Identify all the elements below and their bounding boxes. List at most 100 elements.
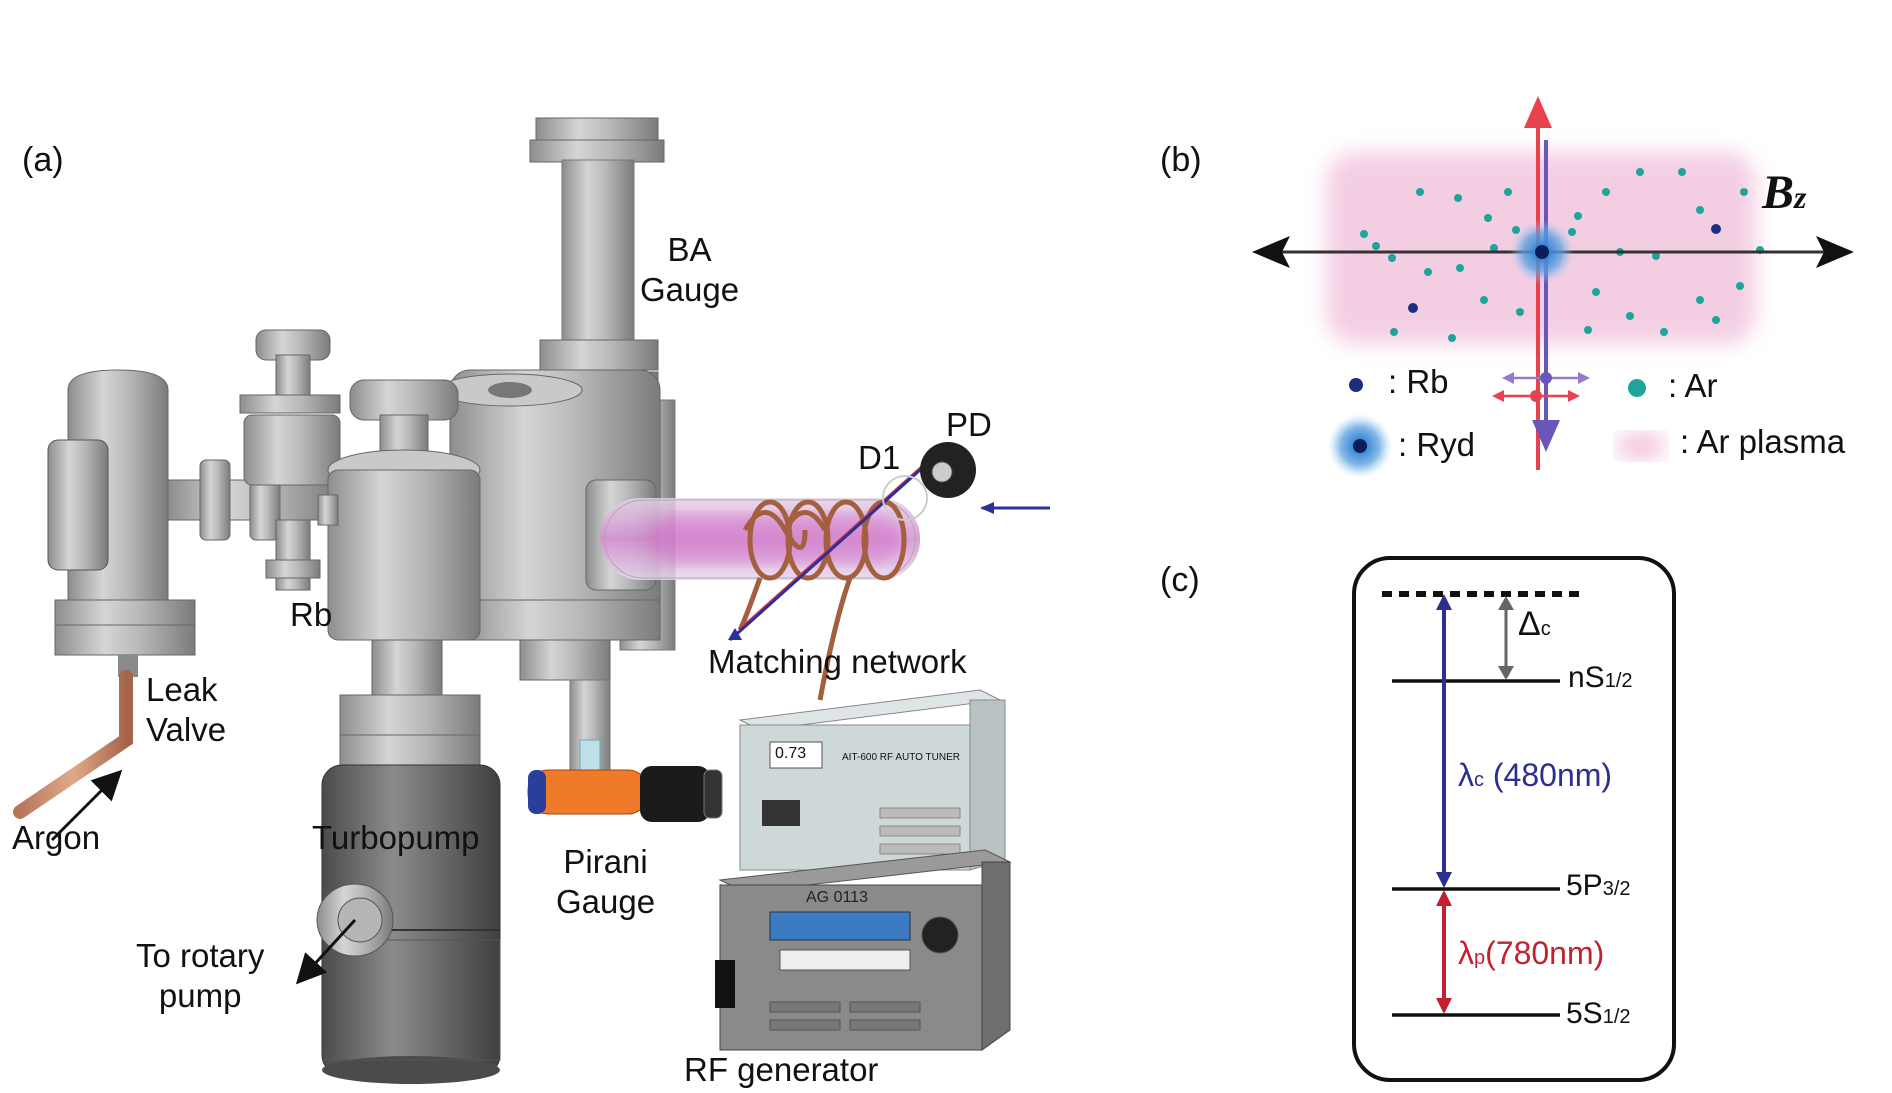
ar-atom (1712, 316, 1720, 324)
argon-arrow (50, 769, 123, 842)
ar-atom (1372, 242, 1380, 250)
detuning-sub: c (1540, 618, 1551, 640)
ar-atom (1568, 228, 1576, 236)
detuning-label: Δc (1518, 604, 1551, 645)
turbopump-label: Turbopump (312, 819, 480, 856)
ar-atom (1416, 188, 1424, 196)
pirani-gauge (527, 766, 723, 822)
rotary-label: To rotary pump (136, 936, 264, 1015)
leak-valve-label-line2: Valve (146, 710, 227, 748)
legend-plasma-swatch (1618, 433, 1664, 459)
ar-atom (1424, 268, 1432, 276)
level-5P-name: 5P (1566, 869, 1603, 902)
legend-rb-dot (1349, 378, 1363, 392)
leak-valve-label-line1: Leak (146, 671, 218, 708)
level-nS-sub: 1/2 (1604, 670, 1633, 692)
bz-label-main: B (1762, 166, 1795, 219)
probe-text: (780nm) (1485, 935, 1605, 971)
ar-atoms (1360, 168, 1764, 342)
rb-arm (167, 329, 341, 591)
coupling-beam (728, 450, 942, 642)
ar-atom (1736, 282, 1744, 290)
tuner-nameplate: AIT-600 RF AUTO TUNER (842, 752, 960, 763)
legend-ar: : Ar (1668, 367, 1718, 404)
ba-gauge-label-line1: BA (667, 231, 712, 268)
panel-a-label: (a) (22, 141, 64, 179)
argon-label: Argon (12, 819, 101, 856)
tuner-display: 0.73 (775, 745, 807, 762)
ar-atom (1584, 326, 1592, 334)
ar-atom (1388, 254, 1396, 262)
ar-atom (1480, 296, 1488, 304)
legend-ryd: : Ryd (1398, 426, 1476, 463)
level-diagram-frame (1352, 556, 1676, 1082)
ar-atom (1652, 252, 1660, 260)
rf-generator-label: RF generator (684, 1051, 879, 1088)
level-5P-label: 5P3/2 (1566, 868, 1631, 904)
level-5S-name: 5S (1566, 997, 1603, 1030)
coupling-symbol: λ (1458, 757, 1474, 793)
pirani-label: Pirani Gauge (556, 842, 655, 921)
turbopump (316, 379, 501, 1084)
ar-atom (1574, 212, 1582, 220)
level-nS-label: nS1/2 (1568, 660, 1633, 696)
ba-gauge-label-line2: Gauge (640, 270, 740, 308)
ar-atom (1696, 296, 1704, 304)
ar-atom (1490, 244, 1498, 252)
ar-atom (1454, 194, 1462, 202)
leak-valve (13, 369, 196, 819)
pirani-label-line1: Pirani (563, 843, 648, 880)
bz-label: Bz (1762, 164, 1806, 222)
level-5S-label: 5S1/2 (1566, 996, 1631, 1032)
leak-valve-label: Leak Valve (146, 670, 226, 749)
level-5P-sub: 3/2 (1602, 878, 1631, 900)
matching-network-label: Matching network (708, 643, 967, 680)
legend-plasma: : Ar plasma (1680, 423, 1846, 460)
auto-tuner (738, 689, 1006, 871)
level-nS-name: nS (1568, 661, 1605, 694)
ar-atom (1448, 334, 1456, 342)
ar-atom (1602, 188, 1610, 196)
rf-generator (715, 849, 1012, 1051)
plasma-tube (600, 498, 920, 580)
ar-atom (1636, 168, 1644, 176)
ar-atom (1696, 206, 1704, 214)
probe-wavelength-label: λp(780nm) (1458, 934, 1604, 972)
rotary-label-line2: pump (158, 976, 242, 1014)
ar-atom (1626, 312, 1634, 320)
ar-atom (1390, 328, 1398, 336)
level-5S-sub: 1/2 (1602, 1006, 1631, 1028)
coupling-sub: c (1474, 769, 1484, 791)
pirani-label-line2: Gauge (556, 882, 656, 920)
ar-atom (1678, 168, 1686, 176)
legend-rb: : Rb (1388, 363, 1449, 400)
ar-atom (1740, 188, 1748, 196)
photodetector (882, 442, 976, 521)
ba-gauge-label: BA Gauge (640, 230, 739, 309)
probe-symbol: λ (1458, 935, 1474, 971)
ar-atom (1504, 188, 1512, 196)
legend-ar-dot (1628, 379, 1646, 397)
ar-atom (1456, 264, 1464, 272)
detuning-symbol: Δ (1518, 605, 1541, 643)
ar-atom (1516, 308, 1524, 316)
rotary-label-line1: To rotary (136, 937, 265, 974)
probe-sub: p (1474, 947, 1486, 969)
panel-b-label: (b) (1160, 141, 1202, 179)
ar-atom (1660, 328, 1668, 336)
generator-nameplate: AG 0113 (806, 889, 868, 906)
ar-atom (1592, 288, 1600, 296)
bz-label-sub: z (1794, 179, 1807, 215)
rb-atoms (1408, 224, 1721, 313)
coupling-text: (480nm) (1492, 757, 1613, 793)
rotary-arrow (295, 918, 357, 985)
d1-label: D1 (858, 439, 901, 476)
pd-label: PD (946, 406, 992, 443)
ar-atom (1360, 230, 1368, 238)
coupling-wavelength-label: λc (480nm) (1458, 756, 1612, 794)
panel-c-label: (c) (1160, 561, 1200, 599)
ar-atom (1484, 214, 1492, 222)
